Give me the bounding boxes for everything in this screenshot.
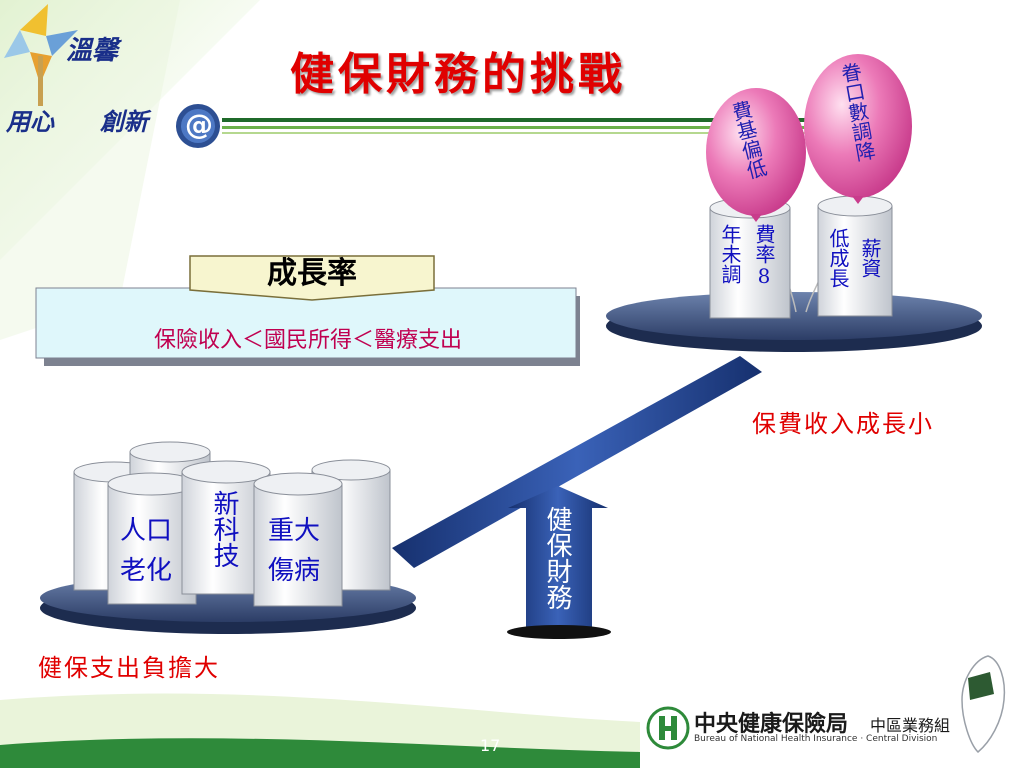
can-aging-line2: 老化 <box>120 556 173 586</box>
growth-rate-formula: 保險收入＜國民所得＜醫療支出 <box>153 328 462 353</box>
footer-org-cn: 中央健康保險局 <box>694 712 849 737</box>
logo-word-heart: 用心 <box>6 107 54 136</box>
balloon-low-premium-base <box>706 88 806 222</box>
taiwan-map-icon <box>961 655 1006 754</box>
pinwheel-icon <box>4 4 78 106</box>
footer-org-region: 中區業務組 <box>870 716 951 735</box>
can-new-tech: 新科技 <box>209 490 239 568</box>
growth-rate-label: 成長率 <box>267 256 357 291</box>
logo-word-innovate: 創新 <box>100 107 148 136</box>
can-rate-unchanged-left: 年未調 <box>718 224 742 284</box>
at-sign-icon <box>176 104 220 148</box>
footer-org-en: Bureau of National Health Insurance · Ce… <box>694 734 938 744</box>
page-title: 健保財務的挑戰 <box>290 49 626 100</box>
can-salary-right: 薪資 <box>858 238 882 278</box>
logo-at-symbol: @ <box>185 108 213 141</box>
can-salary-left: 低成長 <box>826 228 850 288</box>
fulcrum-label: 健保財務 <box>542 506 572 610</box>
balloon-dependents-reduced <box>804 54 912 204</box>
logo-word-warm: 溫馨 <box>66 36 119 66</box>
expense-caption: 健保支出負擔大 <box>38 654 220 682</box>
nhi-logo-icon <box>646 706 690 750</box>
income-caption: 保費收入成長小 <box>752 410 934 438</box>
can-major-illness-line2: 傷病 <box>268 556 321 586</box>
can-major-illness-line1: 重大 <box>268 516 321 546</box>
can-aging-line1: 人口 <box>120 516 173 546</box>
expense-front-cans <box>107 460 343 607</box>
page-number: 17 <box>480 736 501 755</box>
can-rate-unchanged-right: 費率8 <box>752 224 776 288</box>
